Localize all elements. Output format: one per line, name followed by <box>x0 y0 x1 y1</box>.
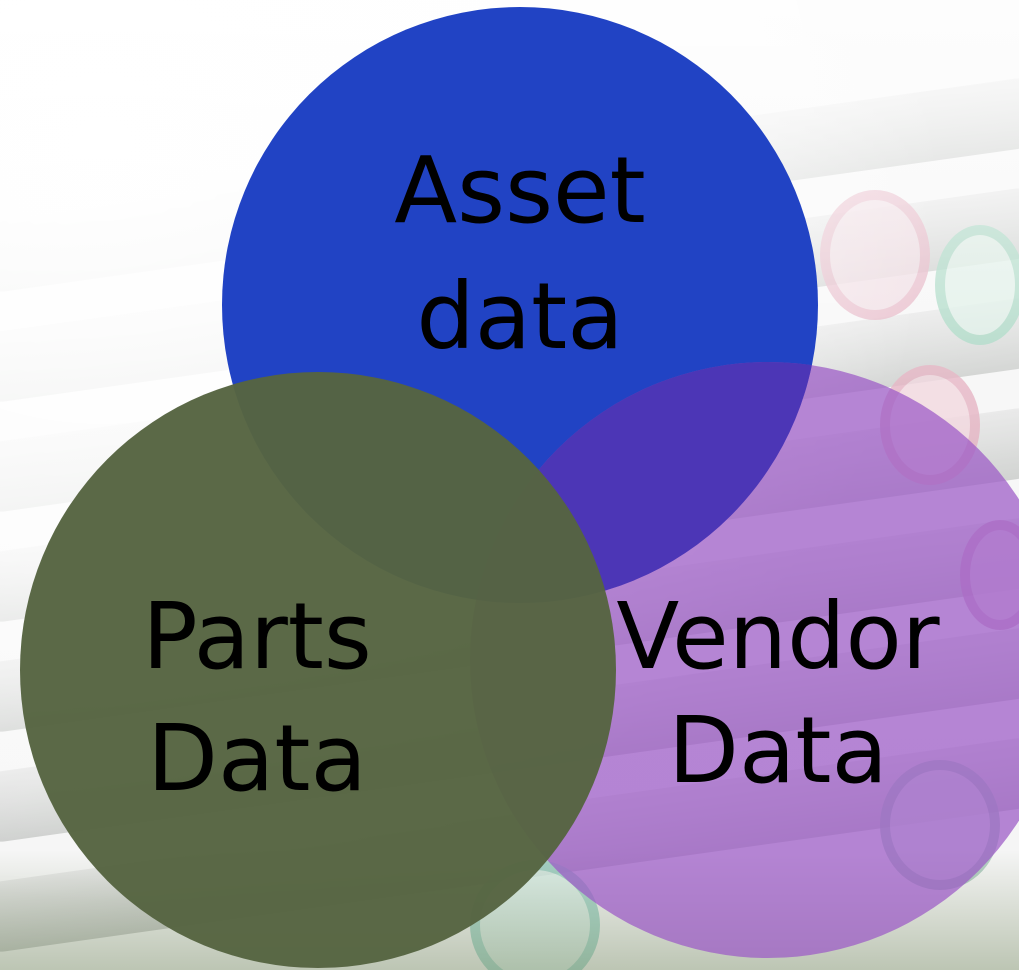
asset-vendor-overlap <box>470 362 818 603</box>
parts-data-label-line2: Data <box>147 705 367 812</box>
asset-data-label-line1: Asset <box>394 137 645 244</box>
parts-data-circle <box>20 372 616 968</box>
parts-data-label-line1: Parts <box>142 583 372 690</box>
asset-data-label-line2: data <box>416 263 623 370</box>
vendor-data-label-line2: Data <box>668 697 888 804</box>
vendor-data-label-line1: Vendor <box>616 583 939 690</box>
